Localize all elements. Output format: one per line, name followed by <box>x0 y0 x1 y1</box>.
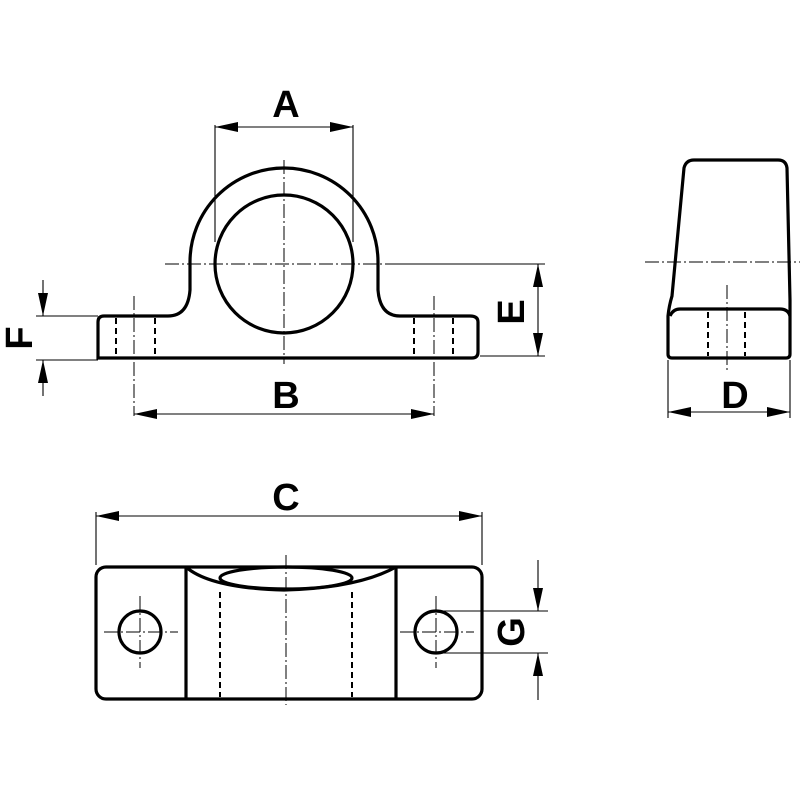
dim-label-d: D <box>721 375 748 417</box>
dim-d-arrow-right <box>767 407 790 417</box>
side-body-outline <box>666 158 792 360</box>
top-housing-crown <box>184 565 397 592</box>
side-base-top-edge <box>668 307 792 317</box>
dim-g-arrow-bottom <box>533 653 543 676</box>
dim-a-arrow-left <box>215 122 238 132</box>
dim-label-g: G <box>491 617 533 647</box>
dimension-c: C <box>95 477 483 565</box>
dim-label-a: A <box>272 84 299 126</box>
dim-c-arrow-left <box>96 511 119 521</box>
dim-label-e: E <box>491 299 533 324</box>
dim-g-arrow-top <box>533 588 543 611</box>
dim-d-arrow-left <box>668 407 691 417</box>
dim-a-arrow-right <box>330 122 353 132</box>
dim-b-arrow-right <box>411 409 434 419</box>
dimension-a: A <box>214 84 354 242</box>
dimension-d: D <box>667 360 791 418</box>
top-base-outline <box>94 565 484 701</box>
dim-label-f: F <box>0 326 41 349</box>
dimension-f: F <box>0 280 98 396</box>
side-view <box>645 158 800 372</box>
dim-b-arrow-left <box>134 409 157 419</box>
dimension-b: B <box>134 375 434 419</box>
front-view <box>96 160 480 416</box>
dim-e-arrow-top <box>533 264 543 287</box>
dim-f-arrow-top <box>38 293 48 316</box>
dim-label-b: B <box>272 375 299 417</box>
dimension-e: E <box>390 263 545 357</box>
dim-c-arrow-right <box>459 511 482 521</box>
front-body-outline <box>96 166 480 360</box>
dim-e-arrow-bottom <box>533 333 543 356</box>
dimension-g: G <box>440 560 548 700</box>
top-view <box>94 555 484 705</box>
dim-label-c: C <box>272 477 299 519</box>
dim-f-arrow-bottom <box>38 360 48 383</box>
